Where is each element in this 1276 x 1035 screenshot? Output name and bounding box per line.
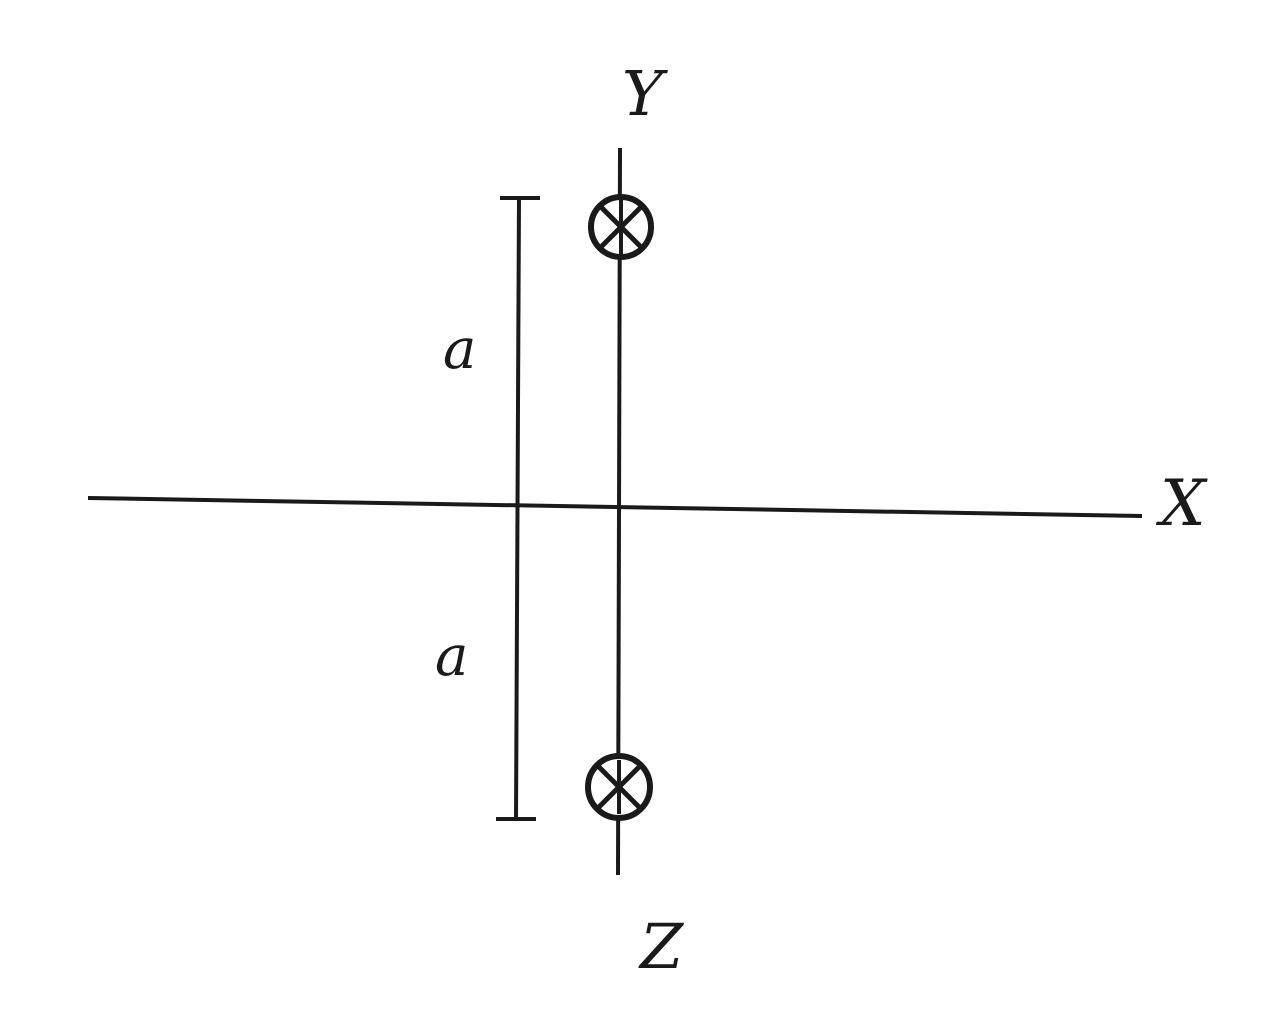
x-axis-label: X <box>1155 467 1208 541</box>
dimension-label-lower: a <box>435 624 468 689</box>
dimension-line <box>514 196 521 821</box>
z-axis-label: Z <box>638 910 684 983</box>
wire-top-cross-icon <box>588 194 654 260</box>
x-axis-line <box>87 496 1143 518</box>
dimension-label-upper: a <box>443 317 476 382</box>
y-axis-label: Y <box>622 57 668 130</box>
wire-bottom-cross-icon <box>585 753 653 821</box>
